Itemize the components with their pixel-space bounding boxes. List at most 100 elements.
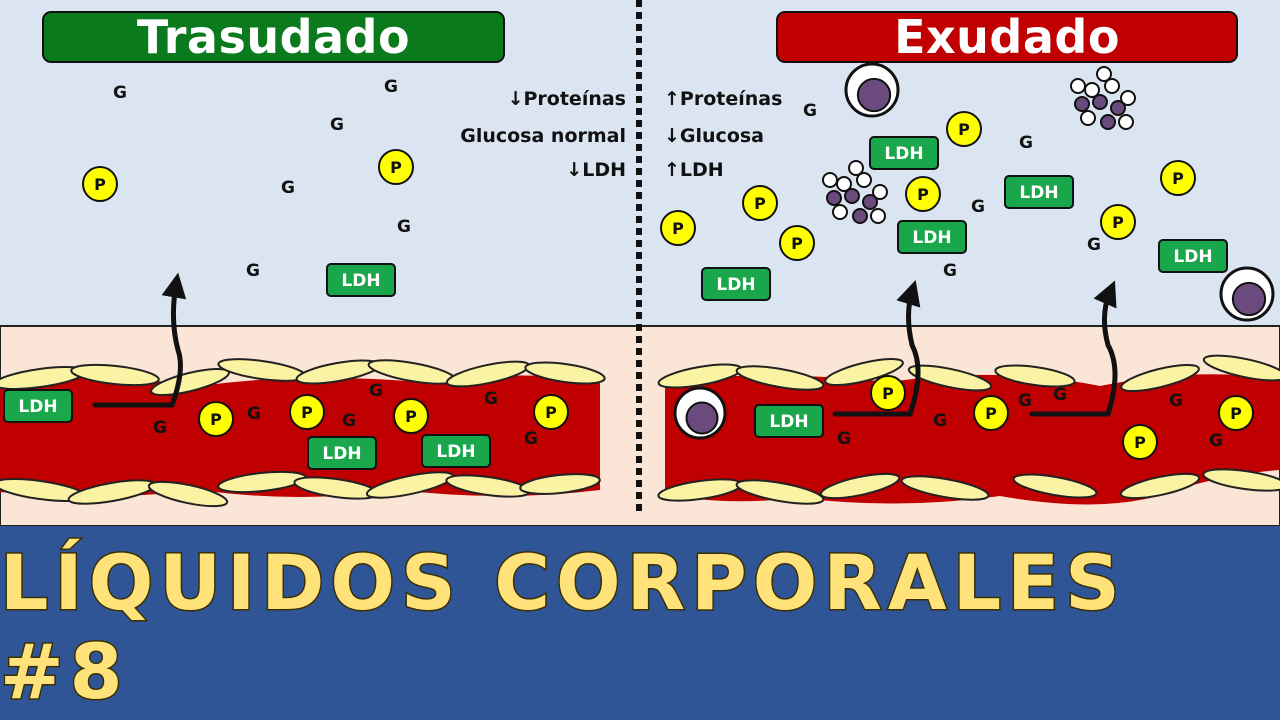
- glucose-icon: G: [837, 429, 851, 449]
- arrow-layer: [92, 272, 1118, 417]
- svg-text:P: P: [405, 407, 417, 426]
- svg-text:LDH: LDH: [912, 228, 951, 248]
- protein-icon: P: [378, 149, 414, 185]
- endothelial-cell: [824, 357, 904, 387]
- protein-icon: P: [1160, 160, 1196, 196]
- svg-text:P: P: [1230, 404, 1242, 423]
- protein-icon: P: [905, 176, 941, 212]
- platelet-cluster-icon: [822, 160, 888, 224]
- endothelial-cell: [735, 479, 825, 505]
- arrow-up-icon: [832, 280, 921, 417]
- ldh-icon: LDH: [897, 220, 967, 254]
- glucose-icon: G: [384, 77, 398, 97]
- endothelial-cell: [519, 473, 601, 495]
- ldh-icon: LDH: [754, 404, 824, 438]
- protein-icon: P: [1218, 395, 1254, 431]
- leukocyte-icon: [1219, 266, 1275, 322]
- svg-text:P: P: [1172, 169, 1184, 188]
- endothelial-cell: [147, 480, 229, 508]
- protein-icon: P: [870, 375, 906, 411]
- endothelial-cell: [735, 365, 825, 391]
- cell-layer: [673, 62, 1275, 440]
- glucose-icon: G: [1169, 391, 1183, 411]
- endothelial-cell: [1012, 473, 1098, 499]
- svg-text:P: P: [985, 404, 997, 423]
- glucose-icon: G: [1019, 133, 1033, 153]
- endothelial-cell: [1120, 363, 1200, 393]
- glucose-icon: G: [524, 429, 538, 449]
- protein-icon: P: [946, 111, 982, 147]
- panel-divider: [636, 0, 642, 512]
- ldh-icon: LDH: [3, 389, 73, 423]
- note-right-ldh: ↑LDH: [664, 159, 724, 181]
- svg-text:LDH: LDH: [769, 412, 808, 432]
- protein-icon: P: [82, 166, 118, 202]
- footer-banner: LÍQUIDOS CORPORALES #8: [0, 526, 1280, 720]
- protein-icon: P: [289, 394, 325, 430]
- glucose-icon: G: [281, 178, 295, 198]
- svg-text:LDH: LDH: [18, 397, 57, 417]
- svg-text:P: P: [545, 403, 557, 422]
- protein-icon: P: [393, 398, 429, 434]
- svg-text:P: P: [210, 410, 222, 429]
- endothelial-cell: [524, 361, 606, 385]
- trasudado-title: Trasudado: [42, 10, 505, 64]
- footer-title: LÍQUIDOS CORPORALES #8: [0, 537, 1126, 718]
- svg-text:LDH: LDH: [1019, 183, 1058, 203]
- endothelium-layer: [0, 354, 1280, 508]
- glucose-icon: G: [247, 404, 261, 424]
- protein-icon: P: [1122, 424, 1158, 460]
- svg-text:P: P: [672, 219, 684, 238]
- glucose-icon: G: [397, 217, 411, 237]
- protein-icon: P: [973, 395, 1009, 431]
- svg-text:P: P: [791, 234, 803, 253]
- svg-text:P: P: [754, 194, 766, 213]
- glucose-icon: G: [1209, 431, 1223, 451]
- ldh-icon: LDH: [307, 436, 377, 470]
- glucose-icon: G: [971, 197, 985, 217]
- glucose-icon: G: [1018, 391, 1032, 411]
- ldh-icon: LDH: [421, 434, 491, 468]
- svg-text:LDH: LDH: [436, 442, 475, 462]
- protein-icon: P: [198, 401, 234, 437]
- endothelial-cell: [1202, 468, 1280, 492]
- arrow-up-icon: [92, 272, 187, 408]
- leukocyte-icon: [673, 386, 727, 440]
- glucose-icon: G: [330, 115, 344, 135]
- glucose-icon: G: [933, 411, 947, 431]
- svg-text:LDH: LDH: [1173, 247, 1212, 267]
- ldh-icon: LDH: [1004, 175, 1074, 209]
- glucose-icon: G: [943, 261, 957, 281]
- glucose-icon: G: [369, 381, 383, 401]
- note-left-glucose: Glucosa normal: [460, 125, 626, 147]
- svg-text:LDH: LDH: [716, 275, 755, 295]
- platelet-cluster-icon: [1070, 66, 1136, 130]
- endothelial-cell: [819, 472, 901, 500]
- svg-text:P: P: [1134, 433, 1146, 452]
- svg-text:P: P: [958, 120, 970, 139]
- protein-icon: P: [533, 394, 569, 430]
- ldh-icon: LDH: [1158, 239, 1228, 273]
- svg-text:P: P: [917, 185, 929, 204]
- glucose-icon: G: [342, 411, 356, 431]
- protein-icon: P: [660, 210, 696, 246]
- ldh-icon: LDH: [701, 267, 771, 301]
- protein-icon: P: [779, 225, 815, 261]
- endothelial-cell: [994, 364, 1076, 388]
- note-right-glucose: ↓Glucosa: [664, 125, 765, 147]
- glucose-icon: G: [1053, 385, 1067, 405]
- svg-text:P: P: [390, 158, 402, 177]
- svg-text:LDH: LDH: [884, 144, 923, 164]
- arrow-up-icon: [1029, 280, 1118, 417]
- svg-text:LDH: LDH: [322, 444, 361, 464]
- glucose-icon: G: [153, 418, 167, 438]
- svg-text:P: P: [94, 175, 106, 194]
- glucose-icon: G: [484, 389, 498, 409]
- endothelial-cell: [1202, 354, 1280, 382]
- glucose-icon: G: [1087, 235, 1101, 255]
- endothelial-cell: [900, 475, 990, 501]
- svg-text:P: P: [1112, 213, 1124, 232]
- note-left-proteins: ↓Proteínas: [507, 88, 626, 110]
- note-left-ldh: ↓LDH: [566, 159, 626, 181]
